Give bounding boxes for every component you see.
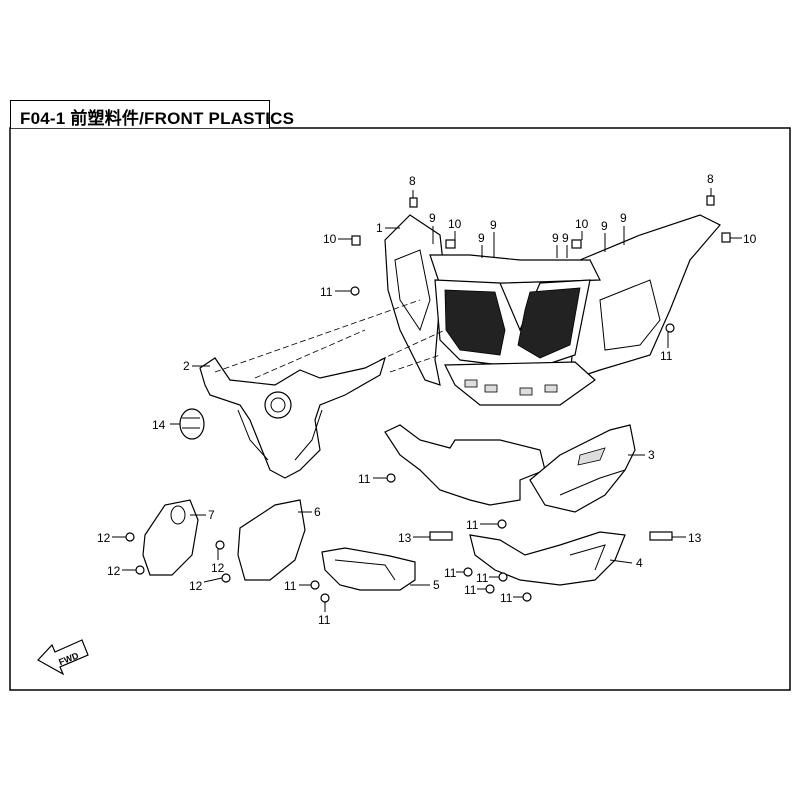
part-1-front-nose — [384, 214, 721, 406]
page-title: F04-1 前塑料件/FRONT PLASTICS — [20, 109, 295, 128]
part-5-bracket — [321, 547, 416, 591]
title-tab — [10, 100, 270, 128]
part-7-side-cover — [142, 499, 199, 576]
callout-9d: 9 — [552, 231, 559, 245]
diagram-border — [9, 127, 791, 691]
callout-11e: 11 — [444, 566, 457, 580]
callout-10d: 10 — [743, 232, 757, 246]
part-4-lower-guard — [469, 531, 626, 586]
callout-11h: 11 — [500, 591, 513, 605]
callout-12b: 12 — [107, 564, 121, 578]
callout-9g: 9 — [620, 211, 627, 225]
callout-10a: 10 — [323, 232, 337, 246]
part-14-round-cap — [179, 408, 205, 440]
callout-11b: 11 — [660, 349, 673, 363]
callout-9a: 9 — [429, 211, 436, 225]
callout-2: 2 — [183, 359, 190, 373]
leader-lines — [112, 188, 742, 612]
fwd-arrow-icon: FWD — [37, 639, 89, 676]
callout-10c: 10 — [575, 217, 589, 231]
callout-11f: 11 — [476, 571, 489, 585]
callout-11j: 11 — [318, 613, 331, 627]
callout-1: 1 — [376, 221, 383, 235]
callout-11i: 11 — [284, 579, 297, 593]
assembly-guide-lines — [214, 299, 446, 379]
callout-8a: 8 — [409, 174, 416, 188]
callout-10b: 10 — [448, 217, 462, 231]
part-6-side-cover — [237, 499, 306, 581]
callout-labels: 1 2 3 4 5 6 7 8 8 9 9 9 9 9 9 9 10 10 10… — [97, 172, 757, 627]
callout-6: 6 — [314, 505, 321, 519]
callout-11g: 11 — [464, 583, 477, 597]
callout-14: 14 — [152, 418, 166, 432]
callout-9f: 9 — [601, 219, 608, 233]
part-2-bumper-frame — [199, 356, 386, 479]
callout-9e: 9 — [562, 231, 569, 245]
callout-11d: 11 — [466, 518, 479, 532]
callout-3: 3 — [648, 448, 655, 462]
callout-12d: 12 — [189, 579, 203, 593]
callout-13b: 13 — [688, 531, 702, 545]
callout-5: 5 — [433, 578, 440, 592]
callout-13a: 13 — [398, 531, 412, 545]
callout-9c: 9 — [490, 218, 497, 232]
callout-11a: 11 — [320, 285, 333, 299]
callout-11c: 11 — [358, 472, 371, 486]
callout-9b: 9 — [478, 231, 485, 245]
callout-8b: 8 — [707, 172, 714, 186]
callout-4: 4 — [636, 556, 643, 570]
part-3-lower-side-panel — [384, 424, 636, 513]
callout-12c: 12 — [211, 561, 225, 575]
callout-12a: 12 — [97, 531, 111, 545]
callout-7: 7 — [208, 508, 215, 522]
